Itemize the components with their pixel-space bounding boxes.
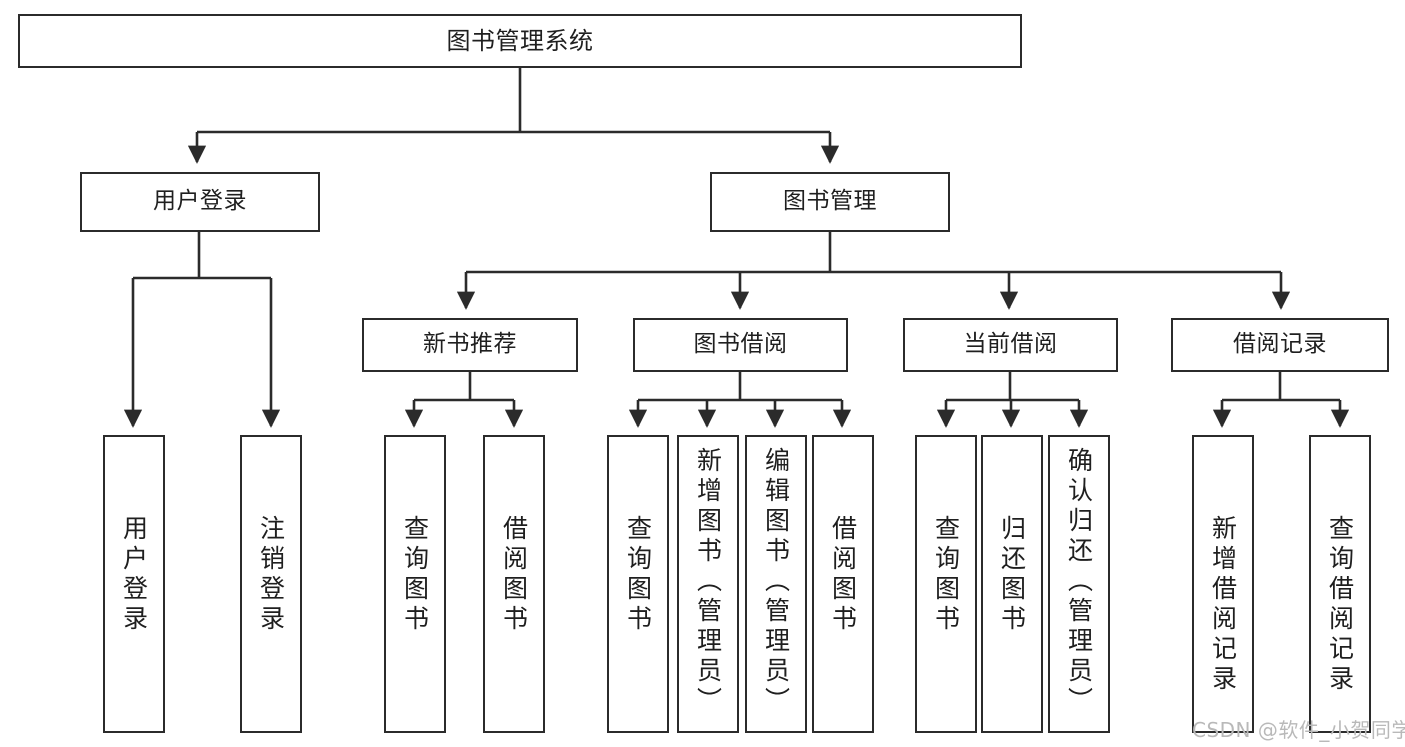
leaf-query-book-current[interactable]: 查询图书	[915, 435, 977, 733]
leaf-query-book-recommend[interactable]: 查询图书	[384, 435, 446, 733]
node-label: 新增借阅记录	[1208, 515, 1238, 695]
leaf-edit-book-admin[interactable]: 编辑图书（管理员）	[745, 435, 807, 733]
leaf-query-book-borrow[interactable]: 查询图书	[607, 435, 669, 733]
leaf-add-borrow-record[interactable]: 新增借阅记录	[1192, 435, 1254, 733]
node-label: 确认归还（管理员）	[1064, 447, 1094, 717]
node-new-book-recommend[interactable]: 新书推荐	[362, 318, 578, 372]
node-book-management[interactable]: 图书管理	[710, 172, 950, 232]
node-label: 归还图书	[997, 515, 1027, 635]
node-label: 查询图书	[931, 515, 961, 635]
node-label: 查询借阅记录	[1325, 515, 1355, 695]
node-label: 图书借阅	[693, 331, 788, 358]
leaf-user-login[interactable]: 用户登录	[103, 435, 165, 733]
node-label: 用户登录	[153, 188, 247, 215]
node-label: 图书管理系统	[446, 26, 594, 55]
node-label: 注销登录	[256, 515, 286, 635]
node-borrow-record[interactable]: 借阅记录	[1171, 318, 1389, 372]
node-label: 编辑图书（管理员）	[761, 447, 791, 717]
node-label: 用户登录	[119, 515, 149, 635]
node-label: 借阅图书	[499, 515, 529, 635]
node-label: 借阅图书	[828, 515, 858, 635]
csdn-watermark: CSDN @软件_小贺同学	[1192, 718, 1405, 742]
leaf-query-borrow-record[interactable]: 查询借阅记录	[1309, 435, 1371, 733]
node-label: 新增图书（管理员）	[693, 447, 723, 717]
leaf-borrow-book-recommend[interactable]: 借阅图书	[483, 435, 545, 733]
leaf-confirm-return-admin[interactable]: 确认归还（管理员）	[1048, 435, 1110, 733]
leaf-return-book[interactable]: 归还图书	[981, 435, 1043, 733]
node-label: 图书管理	[783, 188, 877, 215]
node-book-borrow[interactable]: 图书借阅	[633, 318, 848, 372]
node-label: 查询图书	[623, 515, 653, 635]
node-user-login[interactable]: 用户登录	[80, 172, 320, 232]
leaf-borrow-book[interactable]: 借阅图书	[812, 435, 874, 733]
node-label: 当前借阅	[963, 331, 1058, 358]
leaf-add-book-admin[interactable]: 新增图书（管理员）	[677, 435, 739, 733]
node-root-system[interactable]: 图书管理系统	[18, 14, 1022, 68]
node-label: 查询图书	[400, 515, 430, 635]
node-current-borrow[interactable]: 当前借阅	[903, 318, 1118, 372]
node-label: 新书推荐	[423, 331, 517, 358]
leaf-user-logout[interactable]: 注销登录	[240, 435, 302, 733]
node-label: 借阅记录	[1233, 331, 1327, 358]
